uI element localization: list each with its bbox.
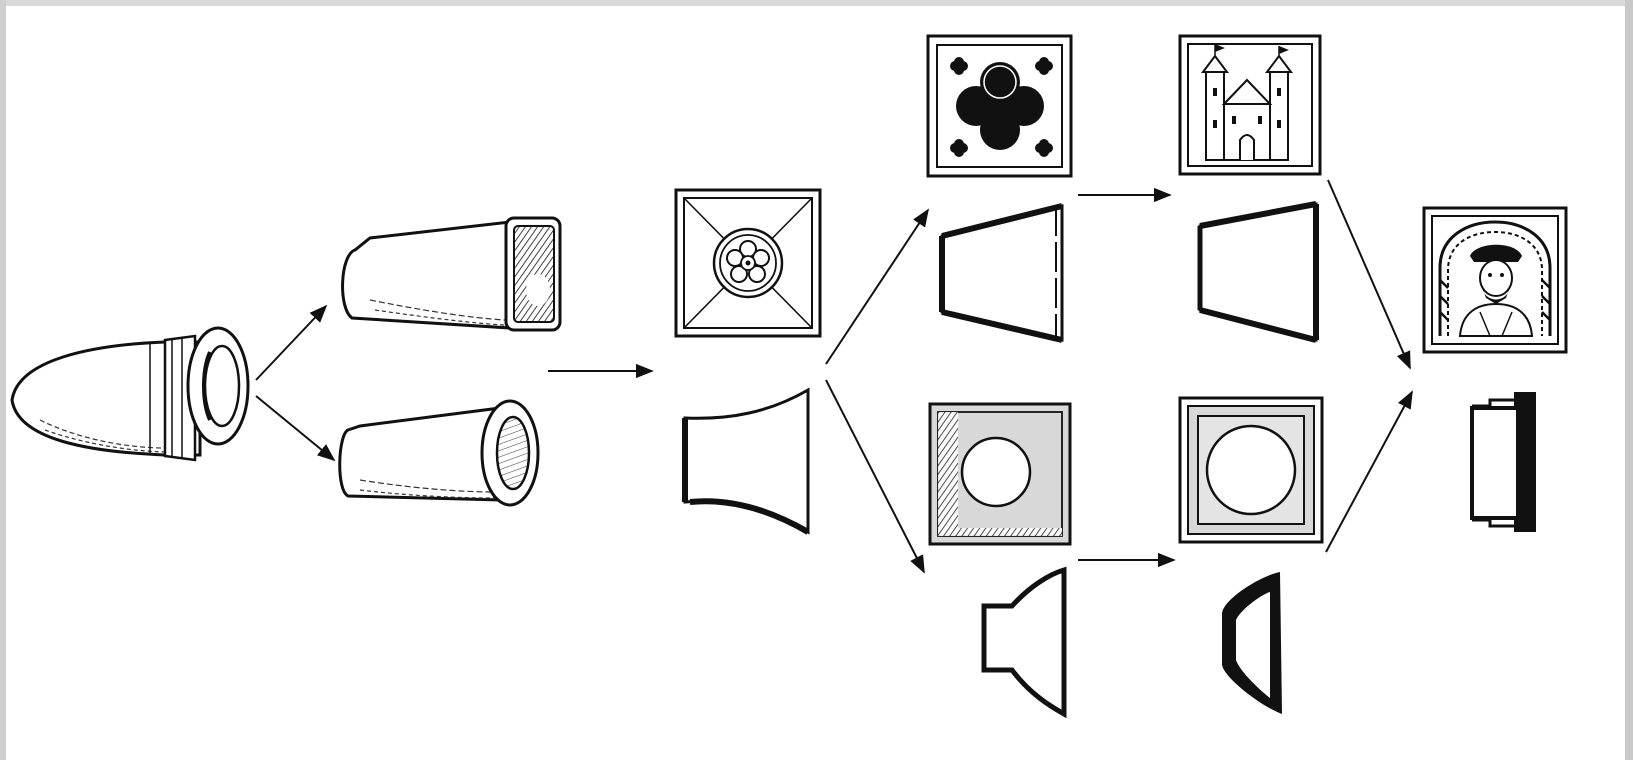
- tile-profile-icon: [942, 206, 1062, 340]
- castle-tile-icon: [1180, 36, 1320, 174]
- tile-profile-icon: [1200, 204, 1316, 340]
- rosette-tile-icon: [676, 190, 820, 336]
- round-mouth-pot-icon: [340, 401, 538, 505]
- flow-arrow: [826, 210, 928, 364]
- tile-profile-icon: [1222, 572, 1282, 714]
- flow-arrow: [256, 396, 334, 460]
- tile-profile-icon: [1472, 394, 1534, 530]
- portrait-tile-icon: [1424, 208, 1566, 352]
- flow-arrow: [256, 306, 326, 380]
- round-window-tile-icon: [1180, 398, 1322, 542]
- round-window-tile-icon: [930, 404, 1070, 544]
- tile-profile-icon: [984, 570, 1064, 714]
- flow-arrow: [1328, 180, 1410, 368]
- square-mouth-pot-icon: [343, 218, 560, 330]
- tile-profile-icon: [685, 390, 808, 532]
- quatrefoil-tile-icon: [928, 36, 1071, 176]
- pot-vessel-icon: [12, 328, 248, 460]
- flow-arrow: [1326, 392, 1412, 552]
- flow-arrow: [826, 380, 924, 572]
